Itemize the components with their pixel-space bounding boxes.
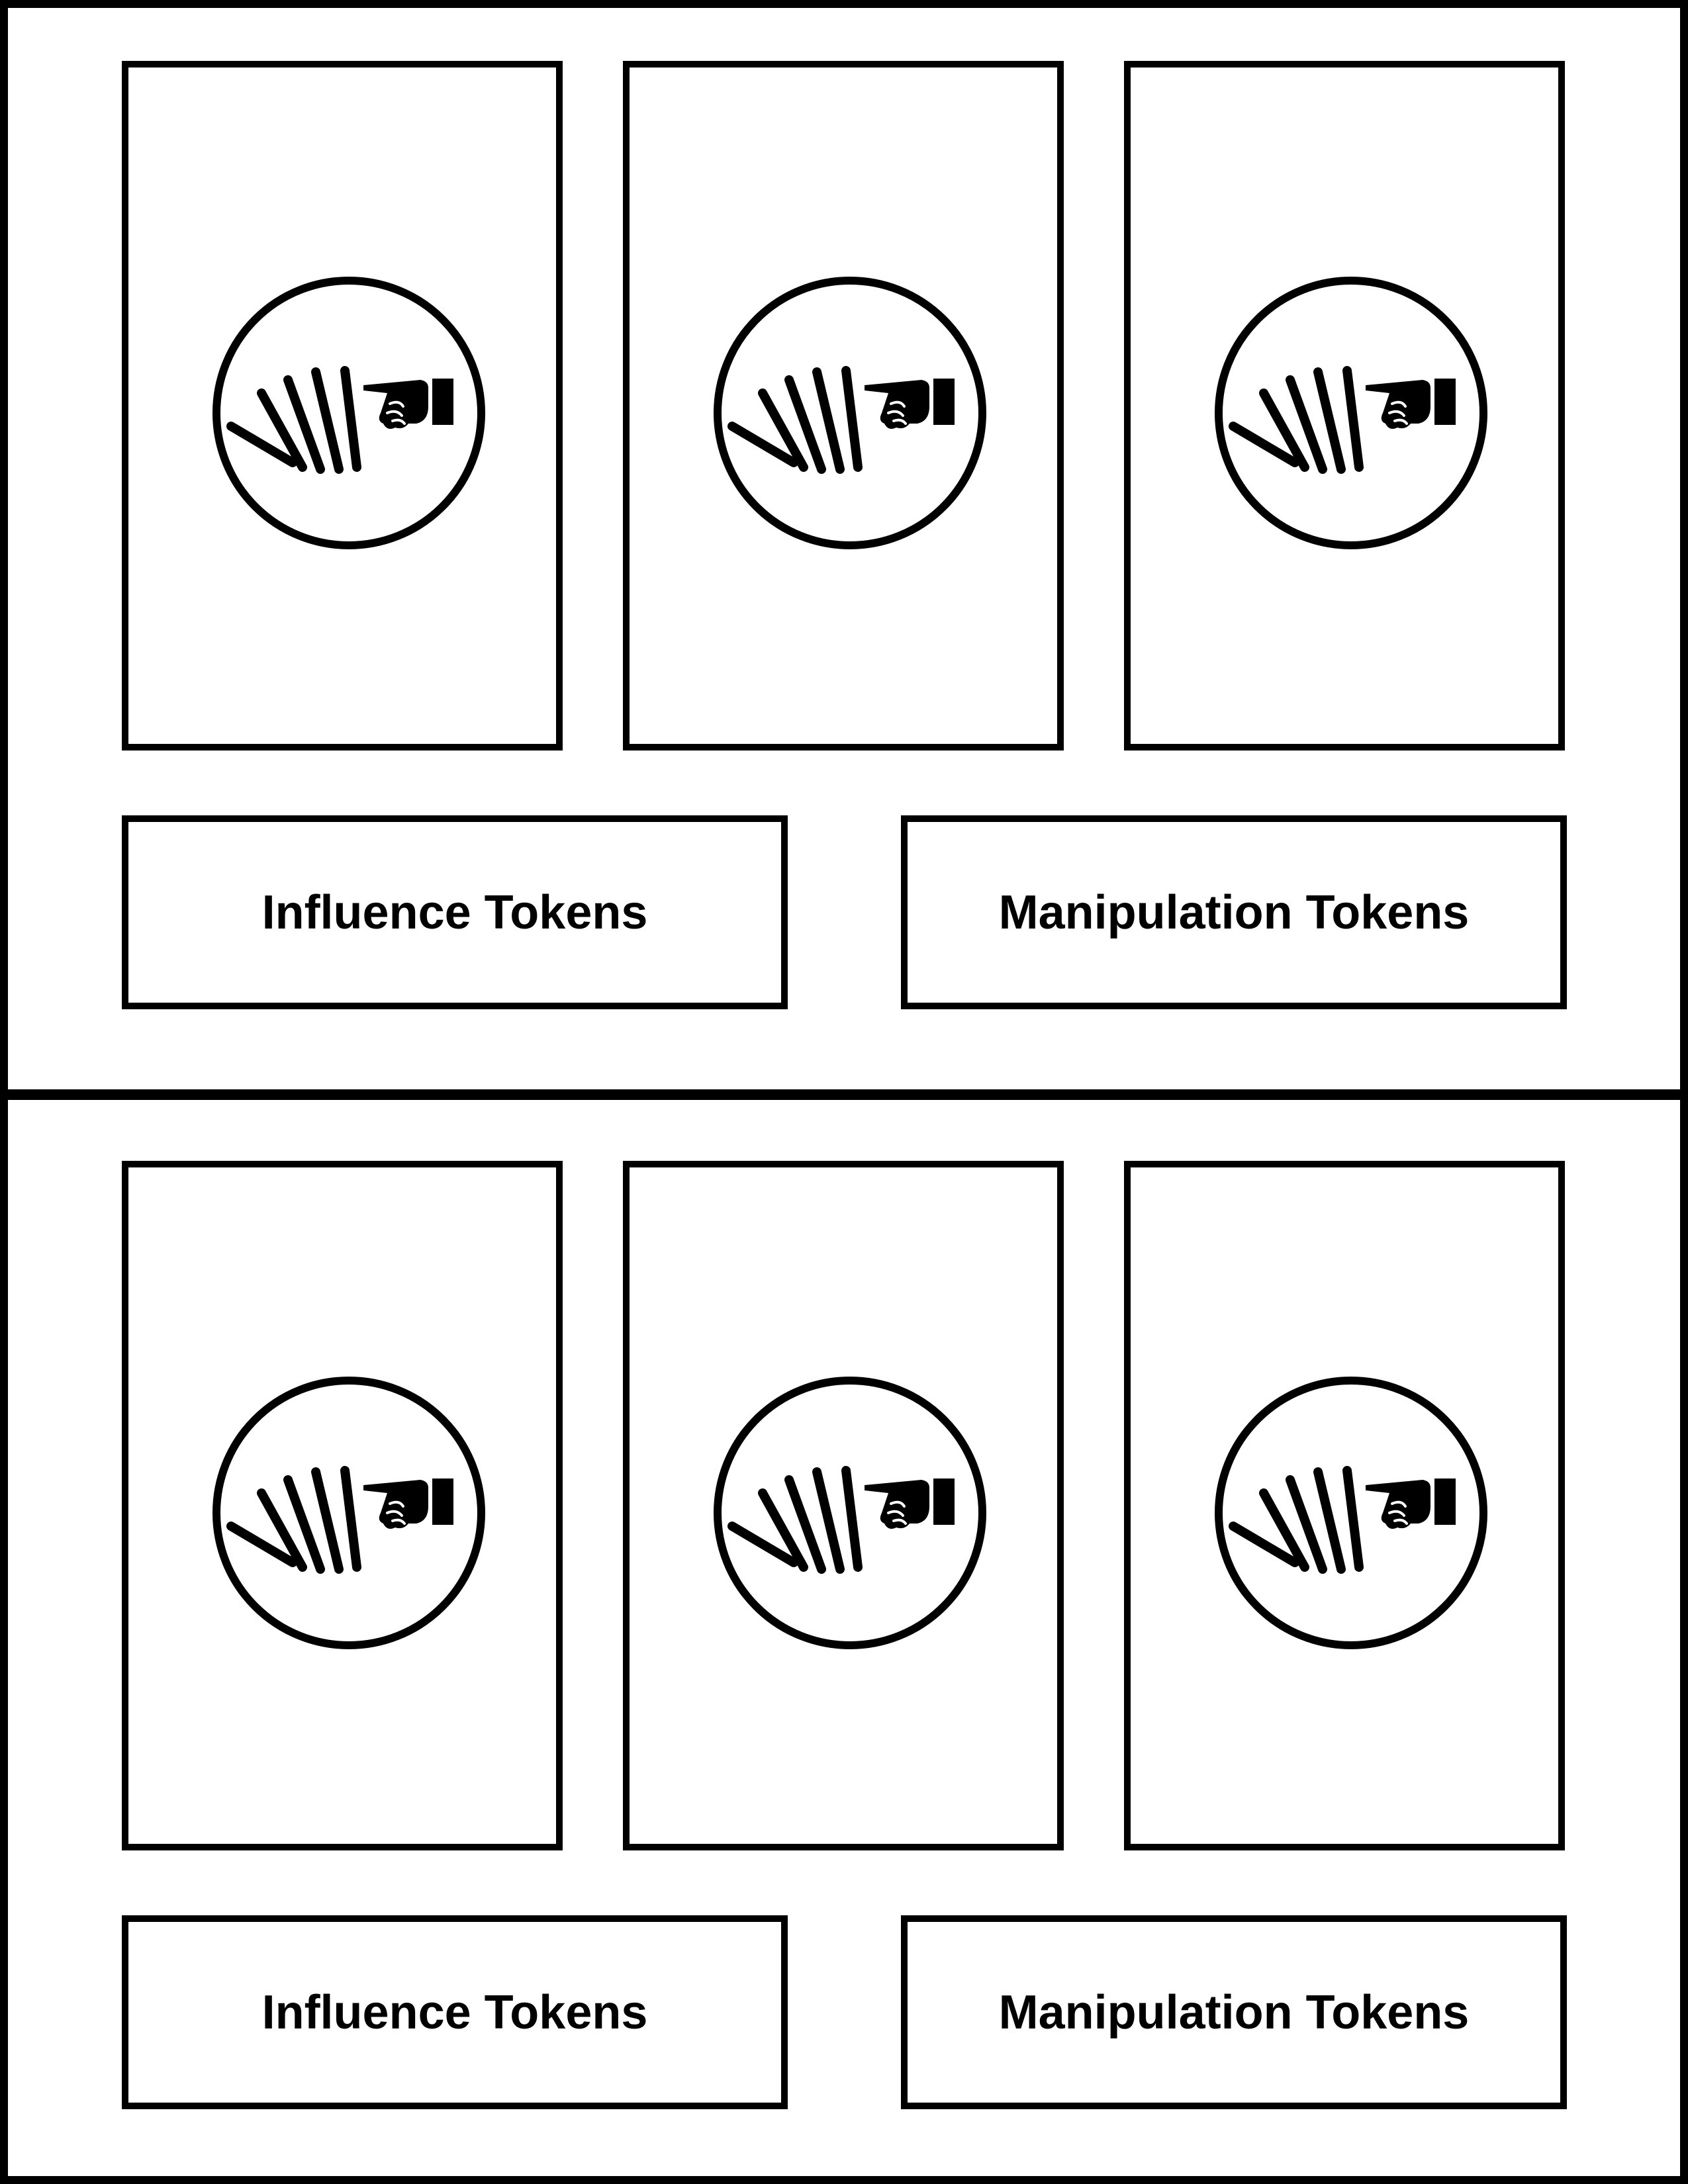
pointing-hand-dominoes-icon [1212,274,1490,552]
manipulation-tokens-box[interactable]: Manipulation Tokens [901,1915,1567,2109]
card-slot-3[interactable] [1124,1161,1565,1850]
influence-tokens-box[interactable]: Influence Tokens [122,1915,788,2109]
card-slot-3[interactable] [1124,61,1565,751]
manipulation-tokens-box[interactable]: Manipulation Tokens [901,815,1567,1009]
influence-tokens-label: Influence Tokens [261,886,648,939]
pointing-hand-dominoes-icon [210,1374,488,1652]
player-board-bottom: Influence Tokens Manipulation Tokens [0,1092,1688,2184]
pointing-hand-dominoes-icon [711,274,989,552]
player-board-top: Influence Tokens Manipulation Tokens [0,0,1688,1097]
card-slot-1[interactable] [122,61,563,751]
card-slot-1[interactable] [122,1161,563,1850]
pointing-hand-dominoes-icon [1212,1374,1490,1652]
manipulation-tokens-label: Manipulation Tokens [998,1985,1470,2039]
influence-tokens-label: Influence Tokens [261,1985,648,2039]
card-slot-2[interactable] [623,1161,1064,1850]
pointing-hand-dominoes-icon [711,1374,989,1652]
card-slot-2[interactable] [623,61,1064,751]
manipulation-tokens-label: Manipulation Tokens [998,886,1470,939]
pointing-hand-dominoes-icon [210,274,488,552]
influence-tokens-box[interactable]: Influence Tokens [122,815,788,1009]
